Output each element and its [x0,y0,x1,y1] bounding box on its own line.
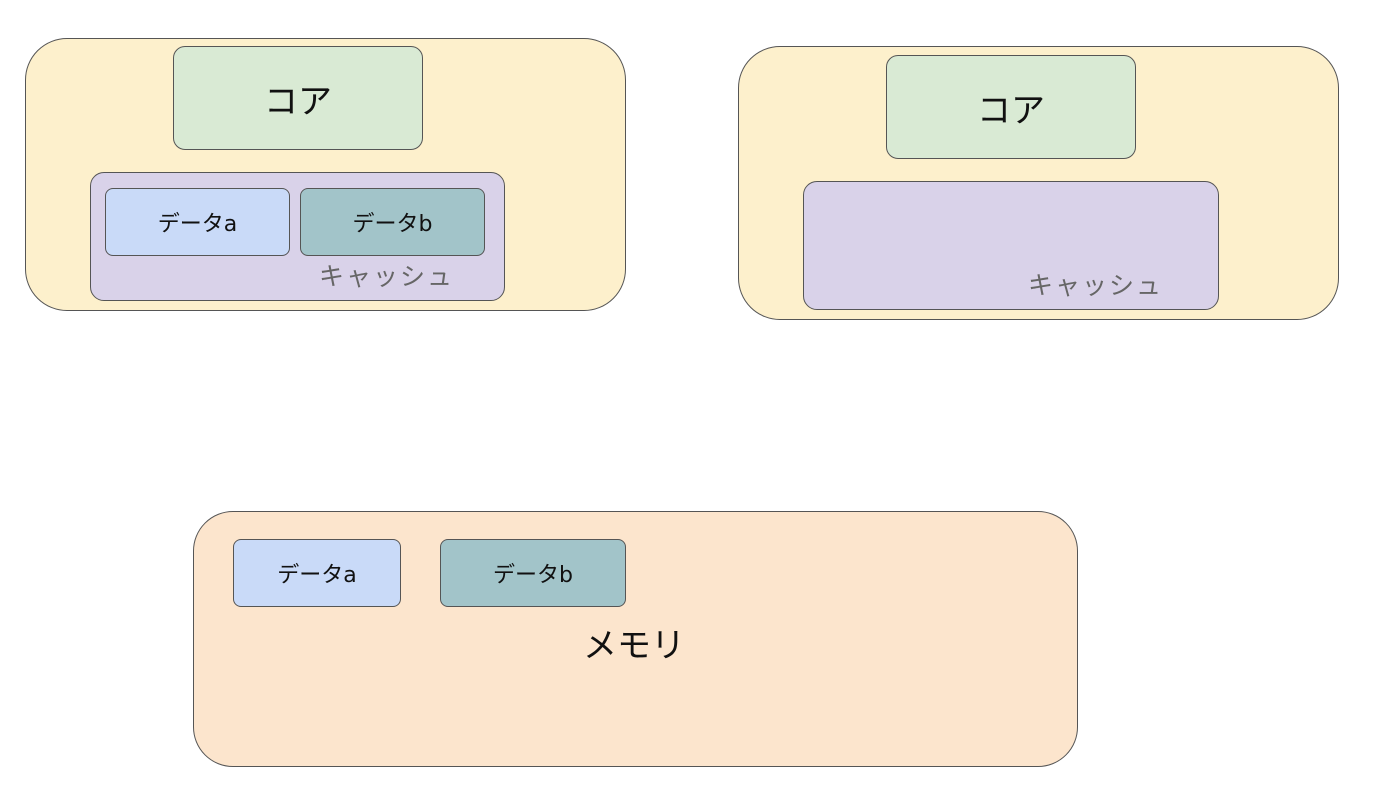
cache-left-data-b: データb [300,188,485,256]
core-right: コア [886,55,1136,159]
core-right-label: コア [977,90,1045,131]
cache-left-data-a: データa [105,188,290,256]
memory-label: メモリ [583,626,685,666]
core-left-label: コア [264,81,332,122]
memory-data-a: データa [233,539,401,607]
cache-left-data-b-label: データb [352,212,433,237]
memory-data-b-label: データb [493,563,573,588]
cache-left-data-a-label: データa [157,212,238,237]
memory-data-a-label: データa [277,563,357,588]
cache-right-label: キャッシュ [1028,271,1164,300]
cache-right [803,181,1219,310]
memory-data-b: データb [440,539,626,607]
core-left: コア [173,46,423,150]
cache-left-label: キャッシュ [319,262,455,291]
